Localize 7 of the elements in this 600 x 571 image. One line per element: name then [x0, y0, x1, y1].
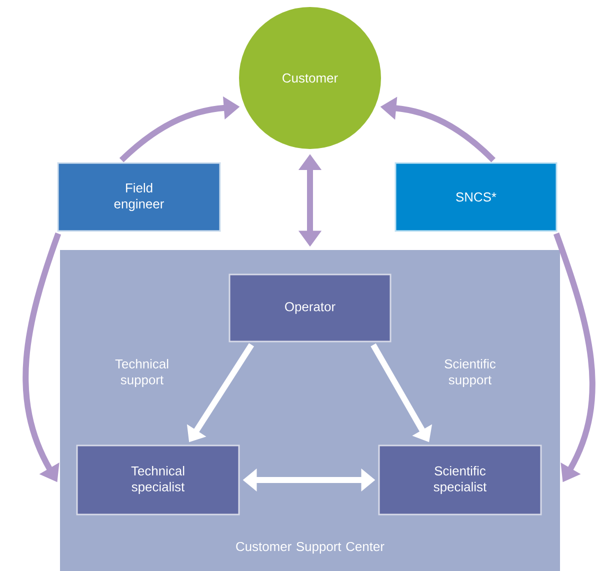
role-box: Scientific specialist: [378, 444, 542, 516]
role-box: SNCS*: [394, 162, 558, 232]
role-box: Field engineer: [57, 162, 221, 232]
edge-label: Scientific support: [444, 358, 496, 387]
role-box: Operator: [228, 274, 392, 342]
role-box: Technical specialist: [76, 444, 240, 516]
edge-label: Technical support: [115, 358, 168, 387]
